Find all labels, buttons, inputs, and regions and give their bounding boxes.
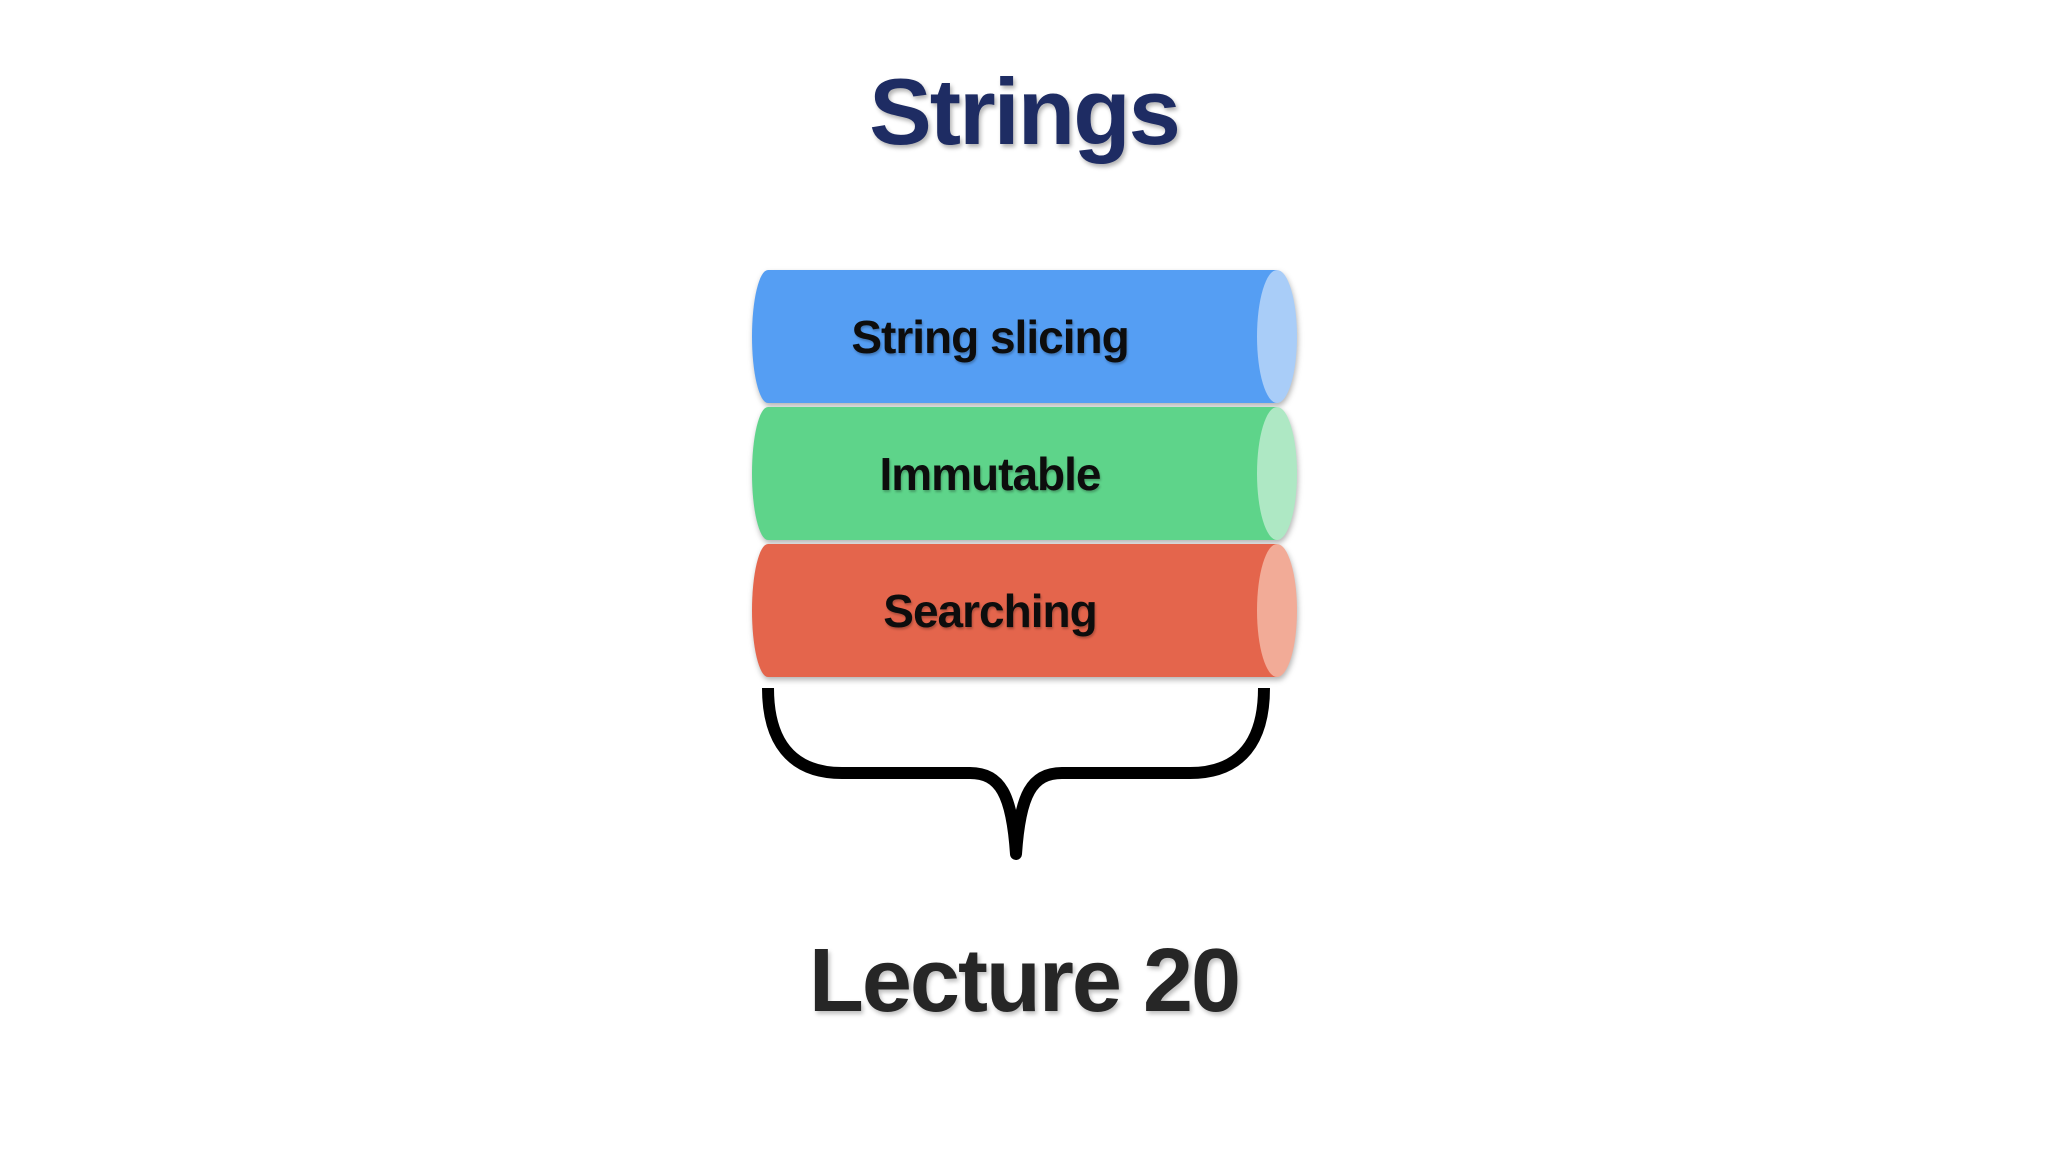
cylinder-cap	[1257, 270, 1297, 403]
cylinder-cap	[1257, 407, 1297, 540]
cylinder-searching: Searching	[750, 544, 1298, 677]
cylinder-immutable: Immutable	[750, 407, 1298, 540]
slide-title: Strings	[869, 59, 1181, 164]
cylinder-label: Immutable	[879, 447, 1101, 500]
cylinder-body	[752, 544, 1277, 677]
cylinder-label: Searching	[883, 584, 1097, 637]
cylinder-string-slicing: String slicing	[750, 270, 1298, 403]
topic-cylinder-stack: String slicing Immutable Searching	[750, 270, 1298, 681]
cylinder-label: String slicing	[851, 310, 1129, 363]
cylinder-shape	[752, 407, 1297, 540]
lecture-label: Lecture 20	[808, 931, 1241, 1031]
cylinder-shape	[752, 544, 1297, 677]
cylinder-cap	[1257, 544, 1297, 677]
cylinder-body	[752, 270, 1277, 403]
cylinder-body	[752, 407, 1277, 540]
curly-brace-icon	[762, 687, 1270, 860]
cylinder-shape	[752, 270, 1297, 403]
